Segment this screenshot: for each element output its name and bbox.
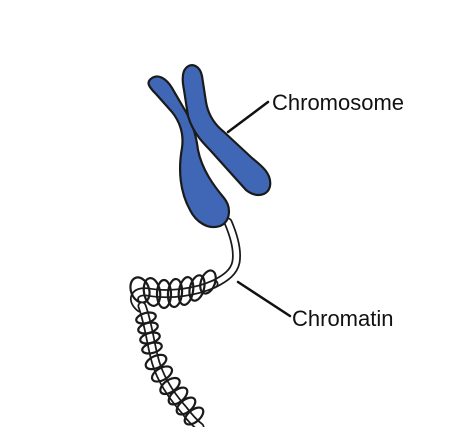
chromatin-coil-lower (135, 301, 205, 427)
chromatin-coil-loop (166, 277, 184, 309)
chromatin-coil-loop (129, 276, 151, 304)
chromatin-coil-backbone-inner (131, 281, 217, 311)
chromatin-coil-ring (150, 365, 174, 383)
chromatin-fiber (129, 217, 241, 427)
chromatin-coil-loop (142, 277, 162, 307)
chromatin-coil-loop (188, 274, 206, 302)
chromatin-coil-loop (155, 278, 173, 310)
chromosome-label: Chromosome (272, 90, 404, 115)
chromatin-coil-ring (144, 353, 168, 371)
chromatin-coil-loop (177, 276, 195, 306)
chromatin-coil-loop (199, 269, 217, 295)
chromatin-strand-inner (211, 219, 240, 287)
chromatin-leader-line (236, 280, 292, 318)
chromatin-label: Chromatin (292, 306, 393, 331)
chromatin-coil-ring (141, 341, 163, 355)
chromosome-chromatid-right (181, 64, 272, 196)
chromosome (147, 64, 272, 229)
chromatin-coil-upper (129, 269, 219, 313)
chromatin-coil-ring (183, 406, 205, 426)
chromosome-leader-line (226, 100, 270, 134)
